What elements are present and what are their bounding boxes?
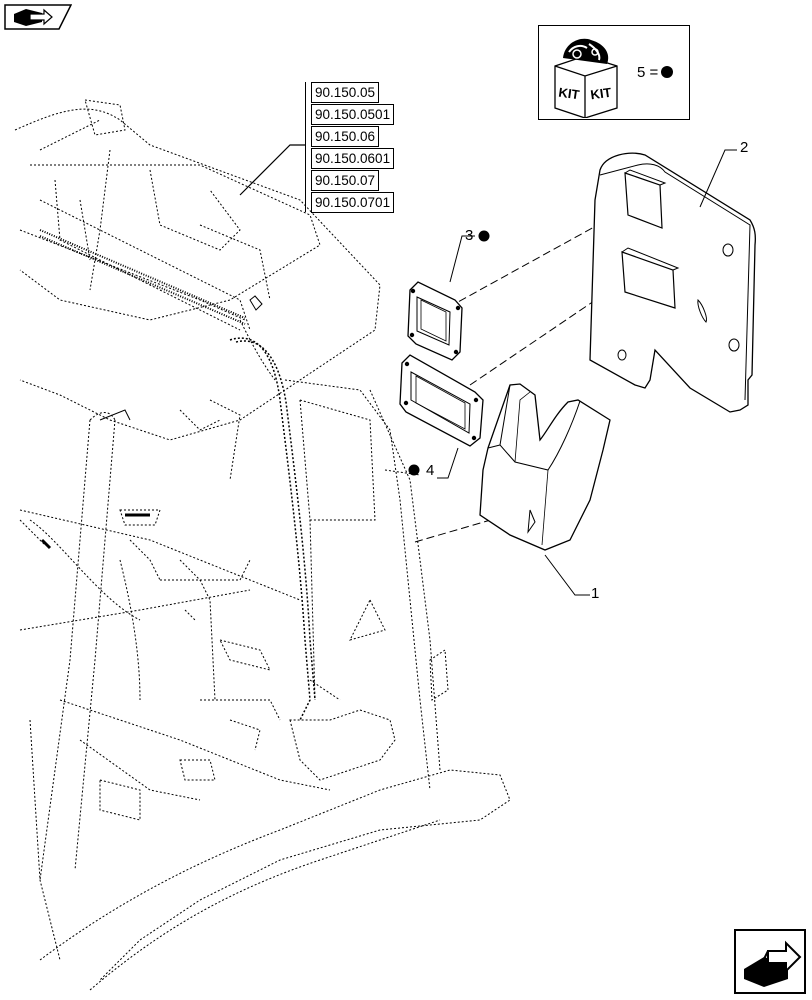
next-page-icon[interactable] — [734, 929, 806, 994]
previous-page-icon[interactable] — [4, 4, 72, 30]
leader-1 — [544, 554, 590, 596]
part-3-gasket — [407, 281, 463, 361]
part-4-gasket — [399, 354, 484, 447]
kit-legend-label: 5 = — [637, 64, 659, 81]
kit-legend-text: 5 = — [637, 64, 674, 81]
reference-link[interactable]: 90.150.0501 — [311, 104, 395, 125]
callout-1: 1 — [591, 585, 600, 602]
leader-4 — [437, 447, 459, 479]
callout-4: 4 — [426, 462, 435, 479]
reference-list: 90.150.05 90.150.0501 90.150.06 90.150.0… — [305, 82, 404, 213]
callout-2: 2 — [740, 139, 749, 156]
leader-2 — [699, 149, 737, 208]
marker-dot-3 — [478, 230, 490, 242]
kit-label-left: KIT — [558, 85, 581, 103]
marker-dot-4 — [408, 464, 420, 476]
part-1-guide — [479, 383, 611, 551]
part-2-bracket — [589, 152, 756, 413]
reference-link[interactable]: 90.150.05 — [311, 82, 380, 103]
reference-link[interactable]: 90.150.07 — [311, 170, 380, 191]
reference-link[interactable]: 90.150.06 — [311, 126, 380, 147]
kit-label-right: KIT — [590, 85, 613, 103]
leader-3 — [449, 235, 475, 283]
marker-dot-icon — [661, 66, 674, 78]
kit-legend-box: KIT KIT 5 = — [538, 25, 690, 120]
reference-link[interactable]: 90.150.0601 — [311, 148, 395, 169]
reference-link[interactable]: 90.150.0701 — [311, 192, 395, 213]
callout-3: 3 — [465, 227, 474, 244]
kit-box-icon: KIT KIT — [554, 38, 618, 118]
